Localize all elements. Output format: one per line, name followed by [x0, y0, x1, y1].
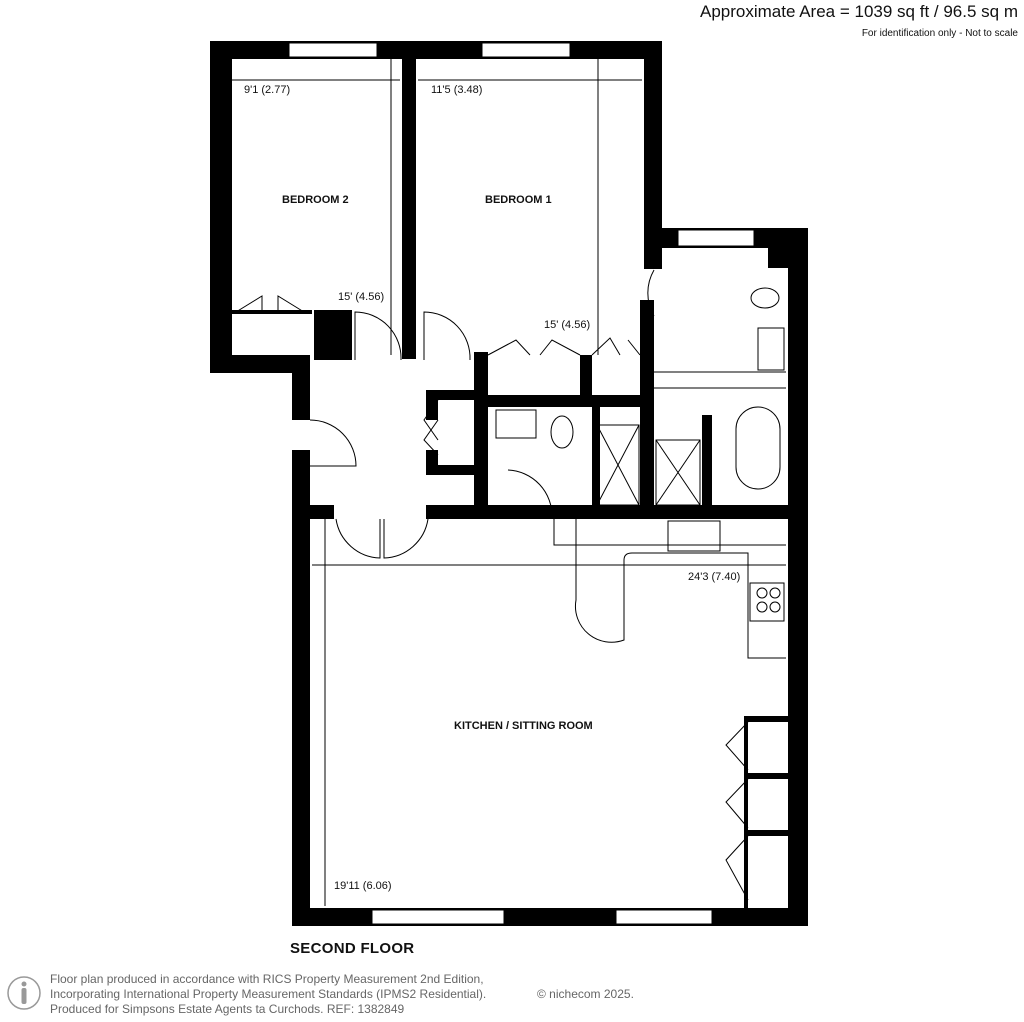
- room-label-bedroom-1: BEDROOM 1: [485, 194, 552, 206]
- kitchen-length-dim: 19'11 (6.06): [334, 880, 392, 892]
- brand-credit: © nichecom 2025.: [537, 987, 634, 1001]
- footer-line-2: Incorporating International Property Mea…: [50, 987, 487, 1001]
- approximate-area: Approximate Area = 1039 sq ft / 96.5 sq …: [700, 2, 1018, 21]
- bedroom-1-width-dim: 11'5 (3.48): [431, 84, 483, 96]
- bedroom-1-length-dim: 15' (4.56): [544, 319, 591, 331]
- room-label-kitchen-sitting-room: KITCHEN / SITTING ROOM: [454, 720, 593, 732]
- kitchen-counter: [235, 269, 786, 901]
- footer-line-1: Floor plan produced in accordance with R…: [50, 972, 484, 986]
- room-label-bedroom-2: BEDROOM 2: [282, 194, 349, 206]
- bedroom-2-width-dim: 9'1 (2.77): [244, 84, 291, 96]
- footer: Floor plan produced in accordance with R…: [50, 972, 634, 1017]
- walls: [210, 41, 808, 926]
- floor-label: SECOND FLOOR: [290, 940, 415, 957]
- person-info-icon: [7, 976, 41, 1010]
- kitchen-width-dim: 24'3 (7.40): [688, 571, 741, 583]
- windows: [288, 42, 755, 925]
- footer-line-3: Produced for Simpsons Estate Agents ta C…: [50, 1002, 405, 1016]
- bedroom-2-length-dim: 15' (4.56): [338, 291, 385, 303]
- identification-note: For identification only - Not to scale: [861, 28, 1018, 39]
- dimension-lines: [232, 59, 786, 906]
